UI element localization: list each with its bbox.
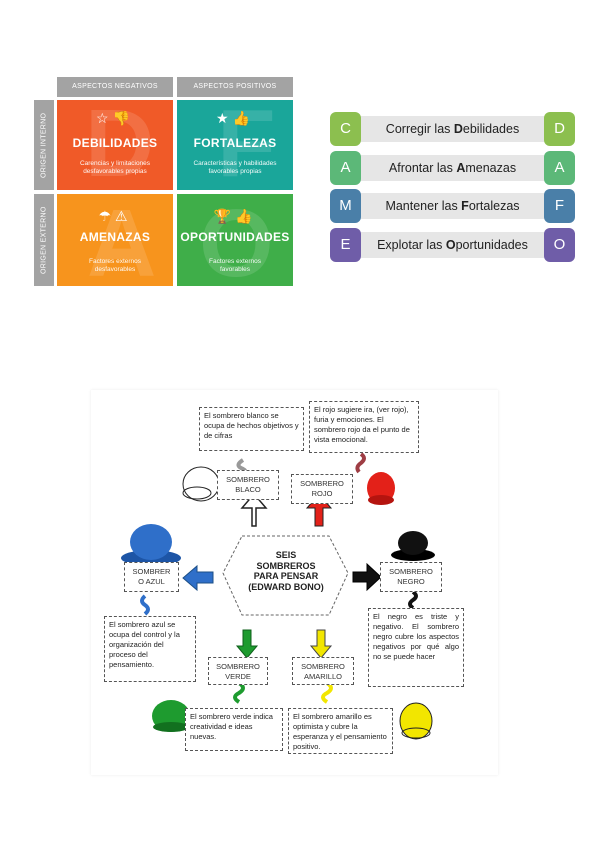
diagram-graphics bbox=[121, 452, 435, 740]
arrow-right-black bbox=[352, 562, 382, 592]
note-blue: El sombrero azul se ocupa del control y … bbox=[104, 616, 196, 682]
came-badge-right: A bbox=[544, 151, 575, 185]
star-outline-icon: ☆ bbox=[96, 110, 113, 126]
ghost-letter: D bbox=[85, 100, 155, 190]
connector-red bbox=[355, 452, 366, 474]
row-header-internal: ORIGEN INTERNO bbox=[34, 100, 54, 190]
came-badge-right: O bbox=[544, 228, 575, 262]
ghost-letter: A bbox=[87, 194, 157, 287]
came-row-afrontar: Afrontar las Amenazas A A bbox=[330, 151, 575, 185]
hat-yellow-icon bbox=[399, 702, 433, 740]
thumbs-up-icon: 👍 bbox=[232, 110, 254, 126]
col-header-negative: ASPECTOS NEGATIVOS bbox=[57, 77, 173, 97]
connector-green bbox=[233, 681, 245, 704]
hat-blue-icon bbox=[121, 524, 181, 566]
came-row-mantener: Mantener las Fortalezas M F bbox=[330, 189, 575, 223]
came-row-explotar: Explotar las Oportunidades E O bbox=[330, 228, 575, 262]
note-white: El sombrero blanco se ocupa de hechos ob… bbox=[199, 407, 304, 451]
came-badge-right: D bbox=[544, 112, 575, 146]
hat-red-icon bbox=[367, 472, 395, 505]
six-hats-diagram: SEIS SOMBREROS PARA PENSAR (EDWARD BONO)… bbox=[91, 390, 498, 775]
came-badge-left: M bbox=[330, 189, 361, 223]
trophy-icon: 🏆 bbox=[213, 208, 235, 224]
cell-title: AMENAZAS bbox=[79, 230, 151, 244]
arrow-down-yellow bbox=[309, 629, 333, 659]
came-text: Corregir las Debilidades bbox=[385, 122, 520, 136]
came-row-corregir: Corregir las Debilidades C D bbox=[330, 112, 575, 146]
came-text: Afrontar las Amenazas bbox=[388, 161, 517, 175]
connector-yellow bbox=[321, 681, 333, 704]
ghost-letter: F bbox=[217, 100, 276, 190]
came-badge-right: F bbox=[544, 189, 575, 223]
warning-icon: ⚠ bbox=[115, 208, 132, 224]
umbrella-icon: ☂ bbox=[98, 208, 115, 224]
arrow-up-white bbox=[240, 492, 268, 527]
came-badge-left: E bbox=[330, 228, 361, 262]
came-text: Mantener las Fortalezas bbox=[385, 199, 520, 213]
cell-title: OPORTUNIDADES bbox=[180, 230, 290, 244]
came-text: Explotar las Oportunidades bbox=[377, 238, 528, 252]
dafo-cell-oportunidades: O 🏆👍 OPORTUNIDADES Factores externos fav… bbox=[177, 194, 293, 286]
note-black: El negro es triste y negativo. El sombre… bbox=[368, 608, 464, 687]
cell-description: Características y habilidades favorables… bbox=[193, 160, 277, 175]
thumbs-up-icon: 👍 bbox=[235, 208, 257, 224]
came-badge-left: A bbox=[330, 151, 361, 185]
center-hexagon bbox=[222, 535, 349, 616]
dafo-cell-fortalezas: F ★👍 FORTALEZAS Características y habili… bbox=[177, 100, 293, 190]
cell-description: Factores externos desfavorables bbox=[88, 258, 142, 273]
star-filled-icon: ★ bbox=[216, 110, 233, 126]
note-green: El sombrero verde indica creatividad e i… bbox=[185, 708, 283, 751]
thumbs-down-icon: 👎 bbox=[112, 110, 134, 126]
ghost-letter: O bbox=[199, 194, 274, 287]
center-title: SEIS SOMBREROS PARA PENSAR (EDWARD BONO) bbox=[248, 550, 324, 592]
hat-black-icon bbox=[391, 531, 435, 561]
row-header-external: ORIGEN EXTERNO bbox=[34, 194, 54, 286]
cell-description: Factores externos favorables bbox=[208, 258, 262, 273]
hat-white-icon bbox=[182, 466, 220, 502]
cell-title: FORTALEZAS bbox=[193, 136, 277, 150]
dafo-cell-amenazas: A ☂⚠ AMENAZAS Factores externos desfavor… bbox=[57, 194, 173, 286]
dafo-cell-debilidades: D ☆👎 DEBILIDADES Carencias y limitacione… bbox=[57, 100, 173, 190]
connector-black bbox=[408, 590, 418, 610]
note-red: El rojo sugiere ira, (ver rojo), furia y… bbox=[309, 401, 419, 453]
hat-green-icon bbox=[152, 700, 190, 732]
cell-title: DEBILIDADES bbox=[72, 136, 158, 150]
note-yellow: El sombrero amarillo es optimista y cubr… bbox=[288, 708, 393, 754]
connector-blue bbox=[140, 594, 150, 616]
arrow-left-blue bbox=[182, 564, 214, 592]
col-header-positive: ASPECTOS POSITIVOS bbox=[177, 77, 293, 97]
cell-description: Carencias y limitaciones desfavorables p… bbox=[79, 160, 151, 175]
came-badge-left: C bbox=[330, 112, 361, 146]
arrow-down-green bbox=[235, 629, 259, 659]
